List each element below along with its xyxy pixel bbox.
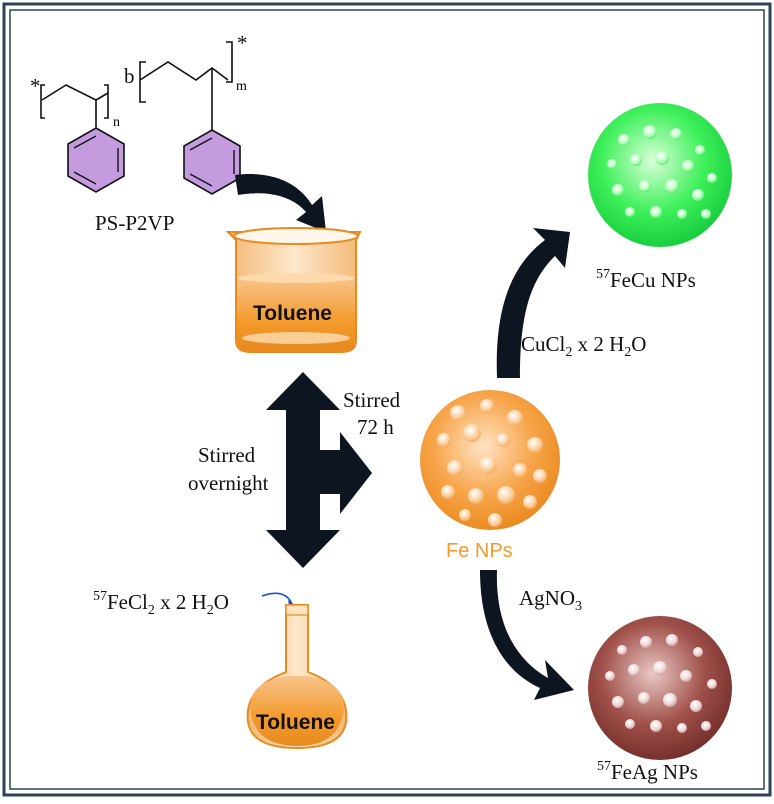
- inner-frame: [9, 9, 765, 790]
- chain-subscript-n: n: [113, 115, 120, 130]
- chain-subscript-m: m: [236, 79, 247, 94]
- bracket-right-open: [139, 61, 146, 103]
- ps-p2vp-structure: [40, 41, 233, 130]
- fe-np-label: Fe NPs: [446, 540, 513, 562]
- arrow-polymer-to-beaker: [235, 174, 326, 232]
- fecu-label: 57FeCu NPs: [596, 267, 696, 292]
- stir-72h-line1: Stirred: [343, 388, 401, 412]
- chain-backbone-1: [41, 84, 97, 118]
- beaker-solvent-label: Toluene: [253, 302, 332, 325]
- stir-overnight-line2: overnight: [188, 471, 269, 495]
- phenyl-ring-1: [67, 127, 125, 193]
- beaker: [225, 227, 362, 353]
- precursor-label: 57FeCl2 x 2 H2O: [93, 589, 229, 618]
- polymer-label: PS-P2VP: [95, 211, 174, 235]
- precursor-add-arrow: [261, 592, 293, 605]
- ag-reagent-label: AgNO3: [519, 586, 582, 614]
- stir-72h-line2: 72 h: [357, 415, 394, 439]
- chain-block-b: b: [124, 64, 135, 88]
- stir-overnight-line1: Stirred: [198, 443, 256, 467]
- chain-bond-1: [95, 92, 109, 101]
- chain-star-left: *: [30, 74, 41, 98]
- volumetric-flask: [246, 604, 348, 750]
- flask-solvent-label: Toluene: [256, 711, 335, 734]
- branching-arrow: [266, 372, 372, 568]
- bracket-left-open: [40, 84, 45, 119]
- fecu-nanoparticle: [588, 103, 732, 247]
- fe-nanoparticle: [420, 390, 560, 530]
- feag-nanoparticle: [588, 616, 732, 760]
- arrow-fe-to-feag: [480, 570, 574, 700]
- branching-arrow-body: [266, 372, 372, 568]
- bracket-right-close: [226, 41, 233, 83]
- cu-reagent-label: CuCl2 x 2 H2O: [521, 332, 646, 360]
- chain-backbone-2: [139, 61, 229, 81]
- arrow-fe-to-fecu: [496, 228, 570, 378]
- phenyl-ring-2: [183, 129, 241, 195]
- chain-star-right: *: [237, 31, 248, 55]
- bracket-left-close: [104, 84, 109, 119]
- feag-label: 57FeAg NPs: [597, 759, 698, 784]
